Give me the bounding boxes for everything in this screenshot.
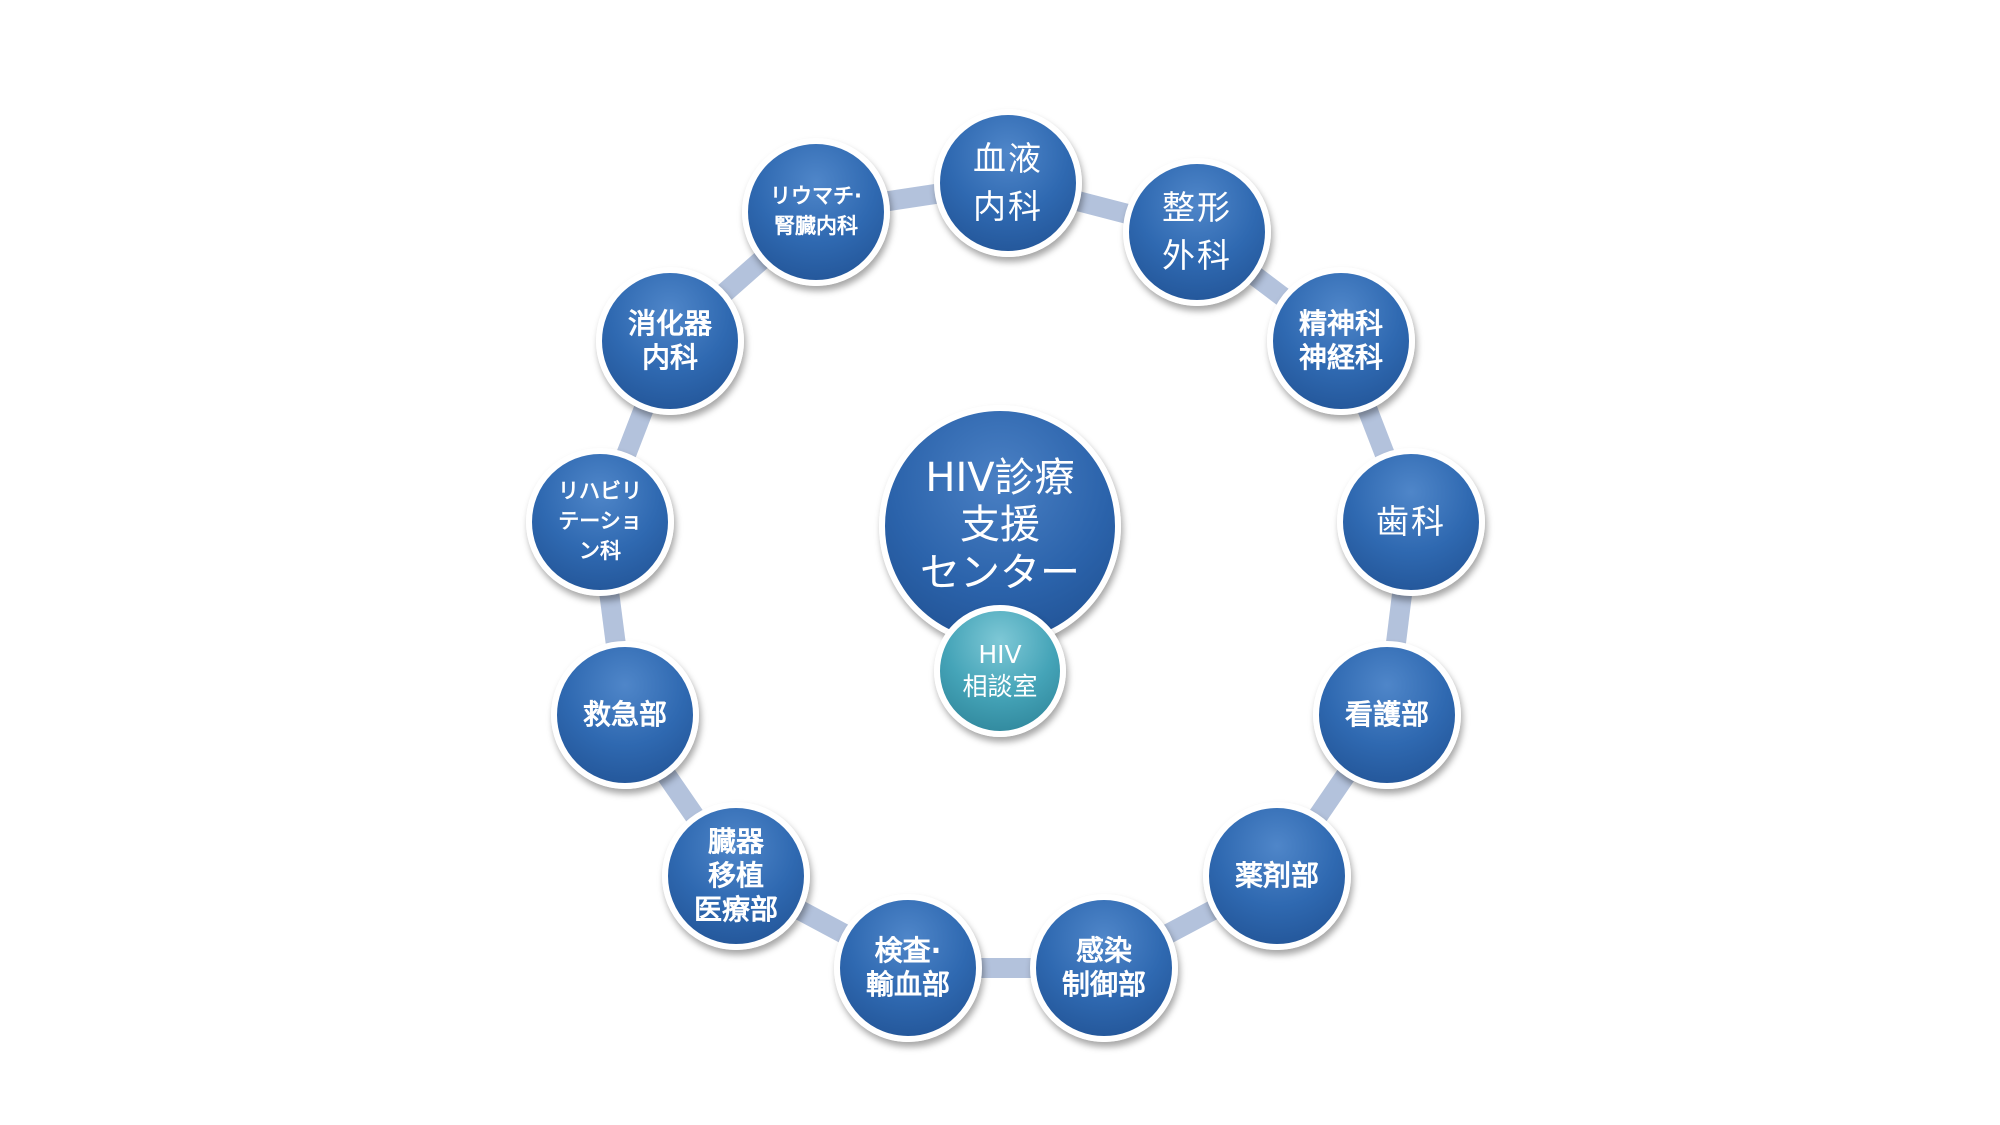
center-node-label: HIV診療 支援 センター: [920, 455, 1080, 596]
node-infection-control[interactable]: 感染 制御部: [1030, 894, 1178, 1042]
node-hematology[interactable]: 血液 内科: [934, 109, 1082, 257]
node-psychiatry-neurology[interactable]: 精神科 神経科: [1267, 267, 1415, 415]
node-laboratory-transfusion-label: 検査· 輸血部: [865, 933, 950, 1001]
node-emergency-label: 救急部: [582, 697, 667, 731]
node-nursing-label: 看護部: [1344, 697, 1429, 731]
node-orthopedics[interactable]: 整形 外科: [1123, 158, 1271, 306]
node-psychiatry-neurology-label: 精神科 神経科: [1298, 306, 1383, 374]
node-nursing[interactable]: 看護部: [1313, 641, 1461, 789]
node-organ-transplant[interactable]: 臓器 移植 医療部: [662, 802, 810, 950]
node-orthopedics-label: 整形 外科: [1162, 188, 1232, 275]
node-laboratory-transfusion[interactable]: 検査· 輸血部: [834, 894, 982, 1042]
node-gastroenterology[interactable]: 消化器 内科: [596, 267, 744, 415]
node-emergency[interactable]: 救急部: [551, 641, 699, 789]
node-dentistry-label: 歯科: [1376, 502, 1446, 542]
node-dentistry[interactable]: 歯科: [1337, 448, 1485, 596]
node-pharmacy-label: 薬剤部: [1234, 858, 1319, 892]
node-rheumatology-nephrology[interactable]: リウマチ· 腎臓内科: [742, 138, 890, 286]
node-gastroenterology-label: 消化器 内科: [627, 306, 712, 374]
node-rheumatology-nephrology-label: リウマチ· 腎臓内科: [770, 184, 862, 238]
node-rehabilitation-label: リハビリ テーショ ン科: [558, 479, 642, 563]
node-hematology-label: 血液 内科: [973, 139, 1043, 226]
node-hiv-consultation-room-label: HIV 相談室: [962, 639, 1038, 702]
node-organ-transplant-label: 臓器 移植 医療部: [693, 824, 778, 927]
node-rehabilitation[interactable]: リハビリ テーショ ン科: [526, 448, 674, 596]
node-infection-control-label: 感染 制御部: [1061, 933, 1146, 1001]
node-pharmacy[interactable]: 薬剤部: [1203, 802, 1351, 950]
node-hiv-consultation-room[interactable]: HIV 相談室: [934, 605, 1066, 737]
